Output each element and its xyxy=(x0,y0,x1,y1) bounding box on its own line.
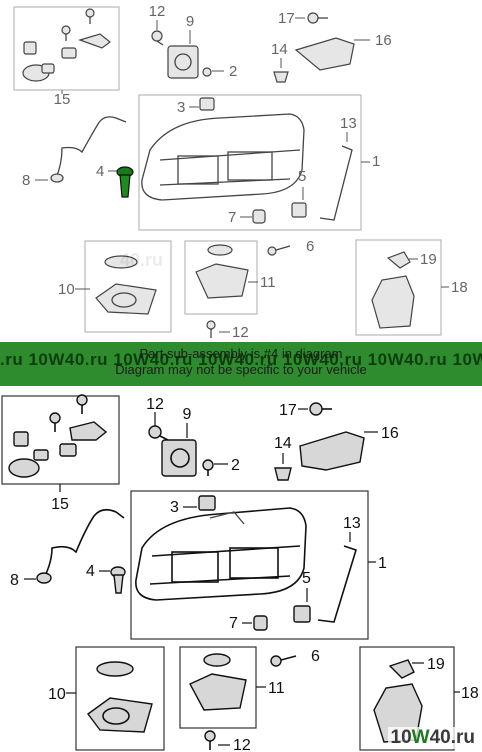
notice-line-2: Diagram may not be specific to your vehi… xyxy=(115,362,367,377)
part-8-sensor-cable xyxy=(43,508,125,579)
part-7-cap xyxy=(253,615,268,631)
callout-8-top: 8 xyxy=(22,172,30,189)
callout-11-top: 11 xyxy=(260,274,276,291)
headlamp-top xyxy=(141,113,305,201)
callout-1: 1 xyxy=(378,555,387,572)
callout-5: 5 xyxy=(302,570,311,587)
callout-19: 19 xyxy=(427,656,445,673)
callout-10-top: 10 xyxy=(58,281,75,298)
group-15-parts-bottom xyxy=(8,394,108,478)
diagram-top-panel: 15 12 9 2 17 16 14 3 13 xyxy=(0,0,482,340)
part-10-base xyxy=(87,697,153,733)
callout-15-top: 15 xyxy=(54,91,71,108)
callout-6: 6 xyxy=(311,648,320,665)
callout-1-top: 1 xyxy=(372,153,380,170)
callout-13: 13 xyxy=(343,515,361,532)
callout-4: 4 xyxy=(86,563,95,580)
callout-3: 3 xyxy=(170,499,179,516)
callout-12-b: 12 xyxy=(233,737,251,752)
notice-text: Part sub-assembly is #4 in diagram Diagr… xyxy=(0,346,482,378)
group-15-parts xyxy=(22,8,111,82)
callout-19-top: 19 xyxy=(420,251,437,268)
callout-14: 14 xyxy=(274,435,292,452)
callout-16: 16 xyxy=(381,425,399,442)
callout-3-top: 3 xyxy=(177,99,185,116)
callout-6-top: 6 xyxy=(306,238,314,255)
callout-11: 11 xyxy=(268,680,285,697)
callout-10: 10 xyxy=(48,686,66,703)
callout-4-top: 4 xyxy=(96,163,104,180)
highlighted-screw-4 xyxy=(116,166,134,198)
callout-9: 9 xyxy=(183,406,192,423)
diagram-bottom-panel: 15 12 9 2 17 16 14 3 13 xyxy=(0,388,482,752)
callout-7-top: 7 xyxy=(228,209,236,226)
callout-5-top: 5 xyxy=(298,168,306,185)
callout-12-a: 12 xyxy=(146,396,164,413)
diagram-top-svg: 15 12 9 2 17 16 14 3 13 xyxy=(13,3,468,340)
callout-12-top-b: 12 xyxy=(232,324,249,340)
notice-line-1: Part sub-assembly is #4 in diagram xyxy=(139,346,343,361)
part-19-clip xyxy=(388,659,415,679)
group-15-box xyxy=(13,6,120,91)
part-5-bracket xyxy=(293,605,311,623)
callout-8: 8 xyxy=(10,572,19,589)
part-13-strip xyxy=(317,545,357,623)
group-1-box-top xyxy=(138,94,362,231)
watermark-faint-1: 40.ru xyxy=(120,250,164,270)
callout-9-top: 9 xyxy=(186,13,194,30)
callout-14-top: 14 xyxy=(271,41,288,58)
part-14-grommet xyxy=(274,467,292,481)
callout-12-top-a: 12 xyxy=(149,3,166,20)
part-16-bracket xyxy=(299,431,365,471)
callout-17: 17 xyxy=(279,402,297,419)
group-10-box-top xyxy=(84,240,172,333)
group-11-box-top xyxy=(184,240,258,315)
callout-18: 18 xyxy=(461,685,479,702)
callout-7: 7 xyxy=(229,615,238,632)
group-1-box xyxy=(130,490,369,640)
headlamp-assembly xyxy=(135,507,307,601)
diagram-bottom-svg: 15 12 9 2 17 16 14 3 13 xyxy=(1,394,479,752)
group-18-box xyxy=(359,646,455,751)
notice-banner: .ru 10W40.ru 10W40.ru 10W40.ru 10W40.ru … xyxy=(0,342,482,386)
callout-15: 15 xyxy=(51,496,69,513)
callout-18-top: 18 xyxy=(451,279,468,296)
callout-17-top: 17 xyxy=(278,10,295,27)
callout-2-top: 2 xyxy=(229,63,237,80)
callout-13-top: 13 xyxy=(340,115,357,132)
part-4-screw xyxy=(110,566,126,594)
watermark-logo: 10W40.ru xyxy=(387,727,478,749)
part-3-clip xyxy=(198,495,216,511)
watermark-strip: .ru 10W40.ru 10W40.ru 10W40.ru 10W40.ru … xyxy=(0,350,482,369)
part-11-module xyxy=(189,673,247,711)
callout-16-top: 16 xyxy=(375,32,392,49)
part-9-connector xyxy=(161,439,197,477)
callout-2: 2 xyxy=(231,457,240,474)
group-10-box xyxy=(75,646,165,751)
